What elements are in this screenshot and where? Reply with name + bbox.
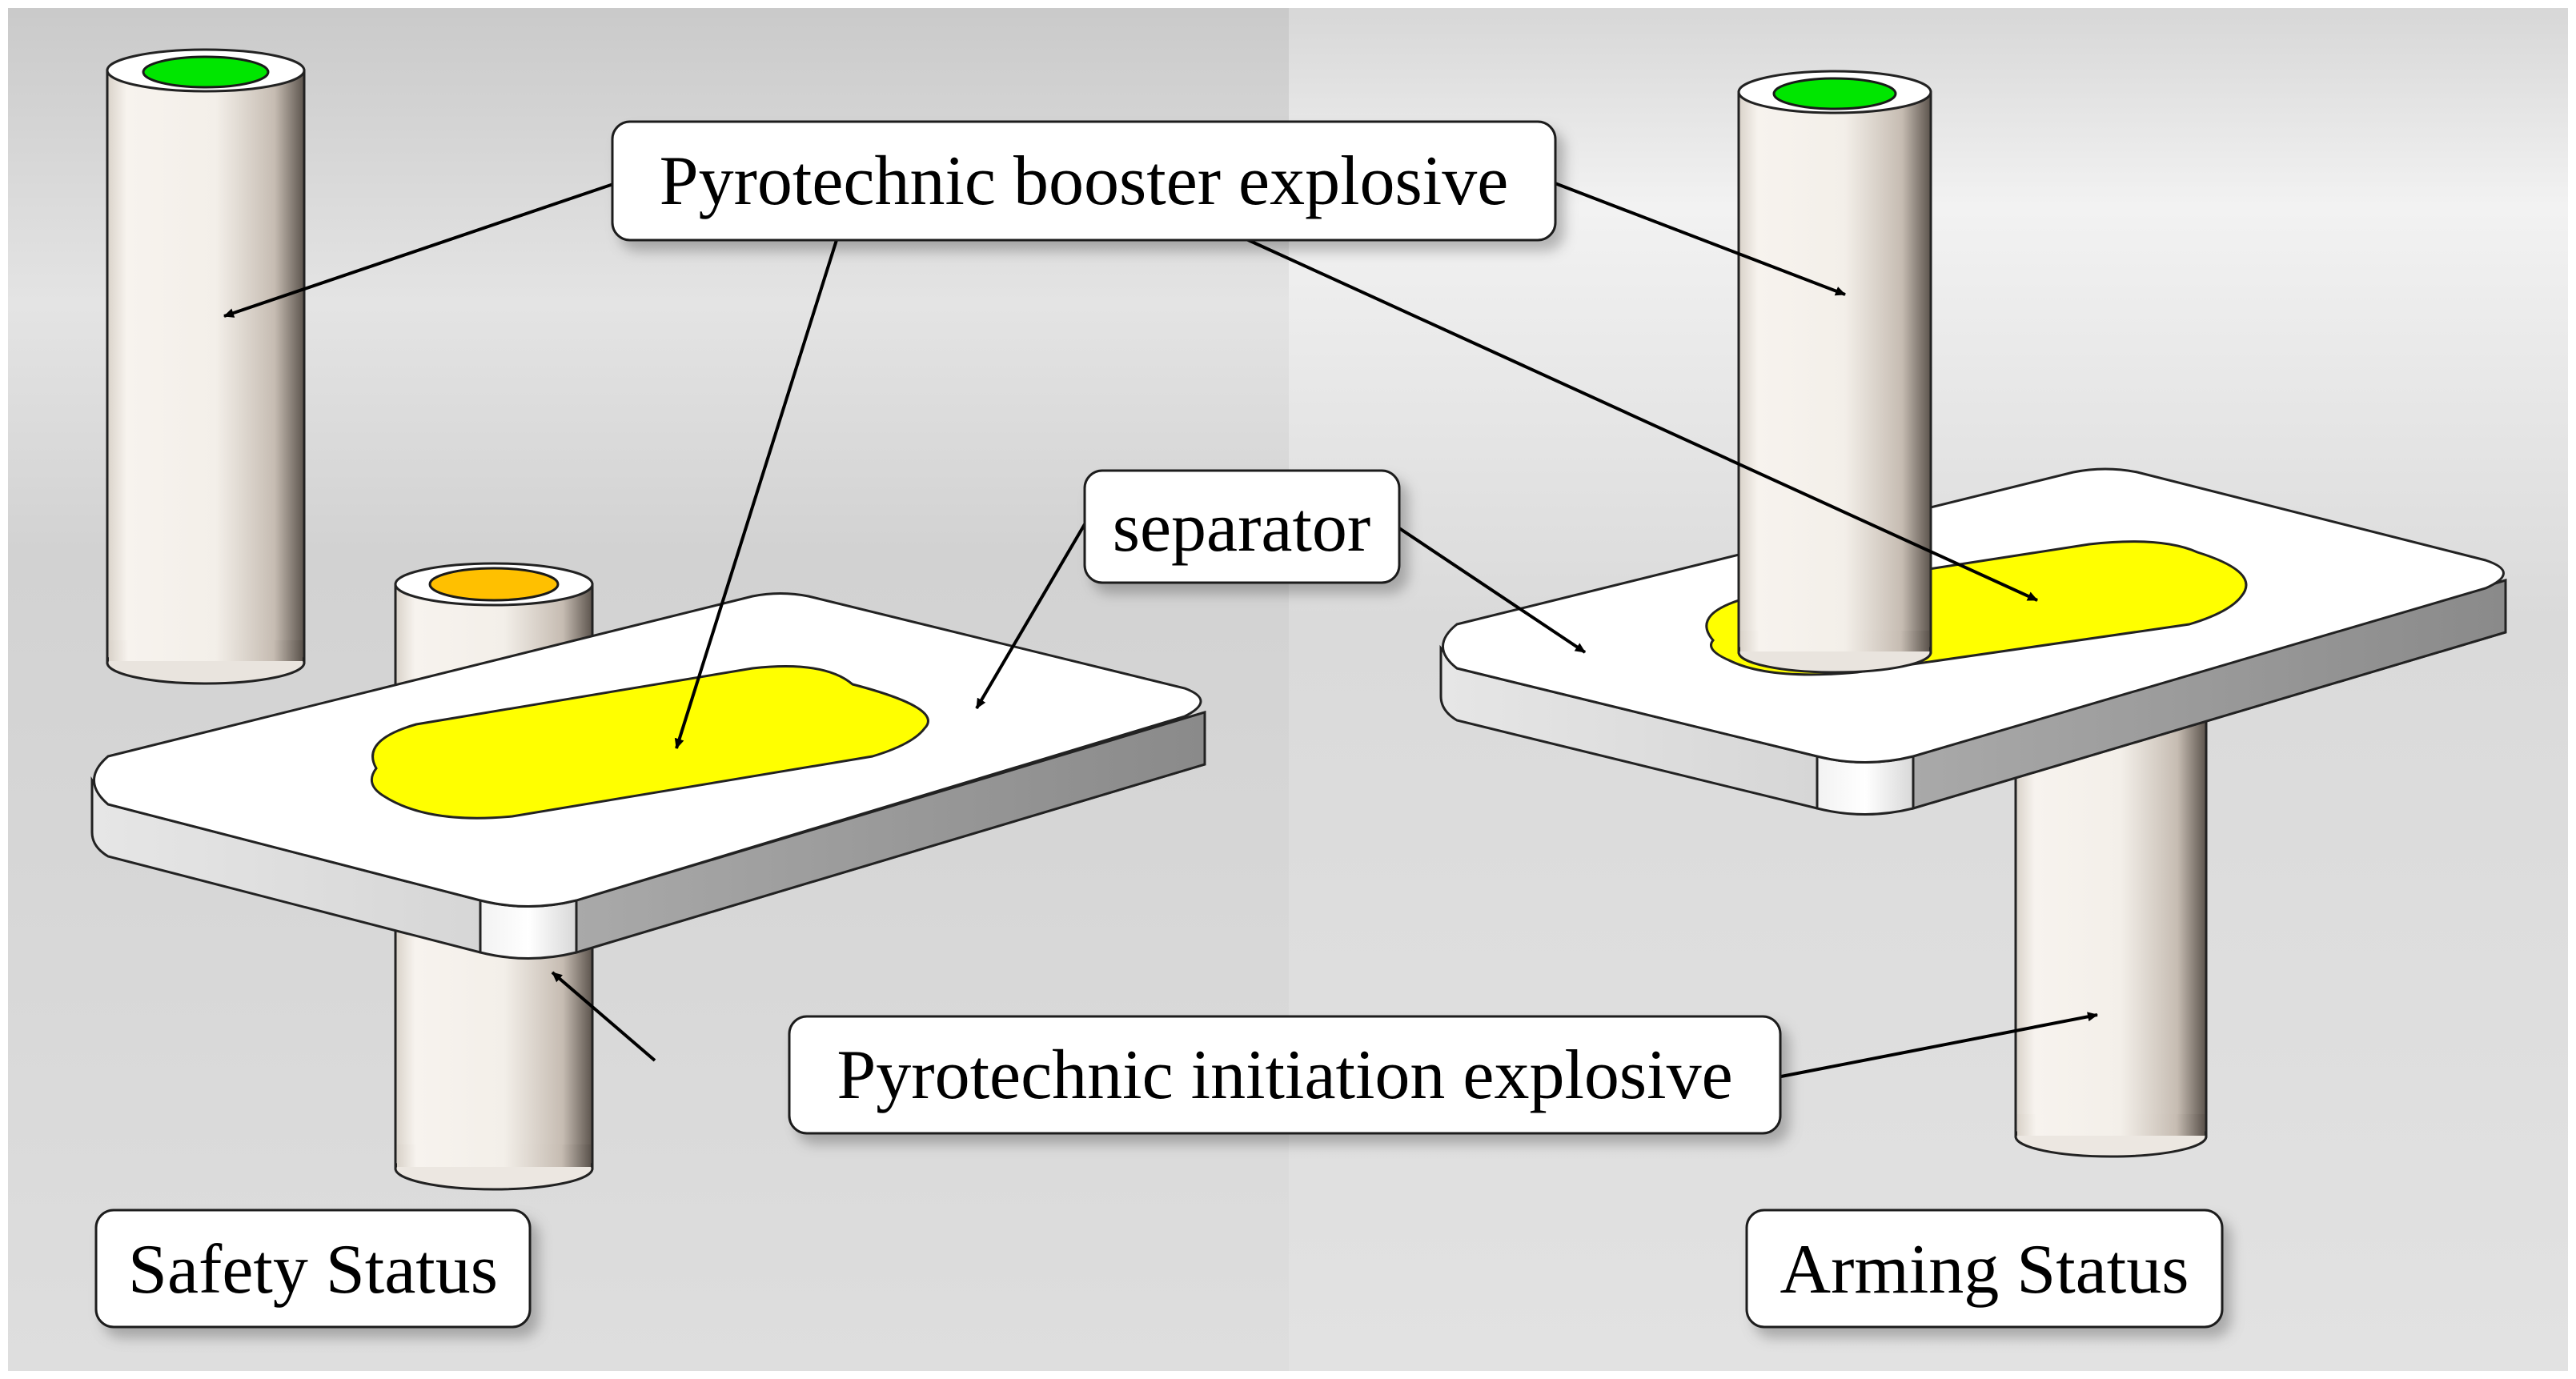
callout-separator: separator (1083, 469, 1401, 584)
leader-booster-left (223, 181, 619, 318)
safety-separator-plate (90, 592, 1206, 960)
arming-booster-cylinder (1737, 70, 1932, 674)
callout-arming-status: Arming Status (1745, 1209, 2224, 1329)
arming-separator-plate (1439, 467, 2507, 816)
leader-booster-slot-right (1244, 237, 2038, 602)
safety-status-text: Safety Status (128, 1231, 498, 1309)
safety-booster-cap (142, 55, 270, 89)
callout-initiation: Pyrotechnic initiation explosive (788, 1015, 1782, 1135)
arming-status-text: Arming Status (1780, 1231, 2189, 1309)
arming-initiation-cylinder (2014, 719, 2208, 1158)
leader-booster-right (1552, 181, 1846, 296)
leader-lines (223, 181, 2098, 1078)
callout-safety-status: Safety Status (94, 1209, 532, 1329)
safety-separator-slot (370, 665, 929, 820)
arming-booster-cap (1772, 77, 1897, 110)
callout-booster-text: Pyrotechnic booster explosive (660, 142, 1509, 220)
callout-initiation-text: Pyrotechnic initiation explosive (837, 1036, 1732, 1114)
leader-separator-right (1398, 527, 1587, 654)
safety-initiation-cap (428, 567, 560, 602)
leader-booster-slot-left (674, 239, 838, 749)
safety-booster-cylinder (106, 48, 306, 685)
safety-initiation-cylinder-lower (394, 919, 594, 1191)
leader-initiation-right (1780, 1012, 2098, 1078)
callout-booster: Pyrotechnic booster explosive (611, 120, 1557, 242)
leader-initiation-left (551, 971, 656, 1062)
callout-separator-text: separator (1113, 489, 1370, 567)
leader-separator-left (975, 523, 1086, 710)
